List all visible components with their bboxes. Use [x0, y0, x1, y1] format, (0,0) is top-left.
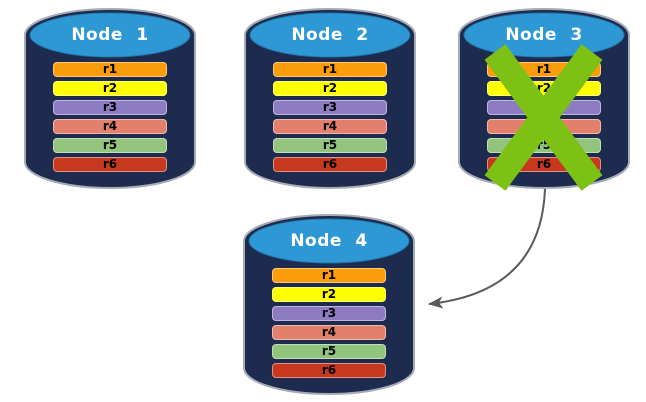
row-r4: r4	[272, 325, 386, 340]
row-list: r1 r2 r3 r4 r5 r6	[487, 62, 601, 176]
node-title: Node 1	[71, 25, 149, 45]
db-node-node-3: Node 3 r1 r2 r3 r4 r5 r6	[456, 4, 632, 192]
row-r4: r4	[487, 119, 601, 134]
row-r6: r6	[273, 157, 387, 172]
node-title: Node 4	[290, 231, 368, 251]
node-title: Node 3	[505, 25, 583, 45]
row-r2: r2	[53, 81, 167, 96]
row-r6: r6	[272, 363, 386, 378]
row-r3: r3	[487, 100, 601, 115]
row-list: r1 r2 r3 r4 r5 r6	[53, 62, 167, 176]
row-r6: r6	[53, 157, 167, 172]
row-r5: r5	[487, 138, 601, 153]
row-r3: r3	[53, 100, 167, 115]
row-r2: r2	[272, 287, 386, 302]
row-r1: r1	[272, 268, 386, 283]
row-r4: r4	[53, 119, 167, 134]
row-list: r1 r2 r3 r4 r5 r6	[272, 268, 386, 382]
row-r5: r5	[273, 138, 387, 153]
row-r5: r5	[53, 138, 167, 153]
db-node-node-4: Node 4 r1 r2 r3 r4 r5 r6	[241, 210, 417, 398]
db-node-node-1: Node 1 r1 r2 r3 r4 r5 r6	[22, 4, 198, 192]
row-r6: r6	[487, 157, 601, 172]
db-node-node-2: Node 2 r1 r2 r3 r4 r5 r6	[242, 4, 418, 192]
row-list: r1 r2 r3 r4 r5 r6	[273, 62, 387, 176]
arrow-curve	[428, 188, 546, 309]
row-r4: r4	[273, 119, 387, 134]
row-r3: r3	[273, 100, 387, 115]
row-r3: r3	[272, 306, 386, 321]
row-r1: r1	[53, 62, 167, 77]
row-r1: r1	[273, 62, 387, 77]
row-r5: r5	[272, 344, 386, 359]
row-r1: r1	[487, 62, 601, 77]
row-r2: r2	[273, 81, 387, 96]
node-title: Node 2	[291, 25, 369, 45]
row-r2: r2	[487, 81, 601, 96]
